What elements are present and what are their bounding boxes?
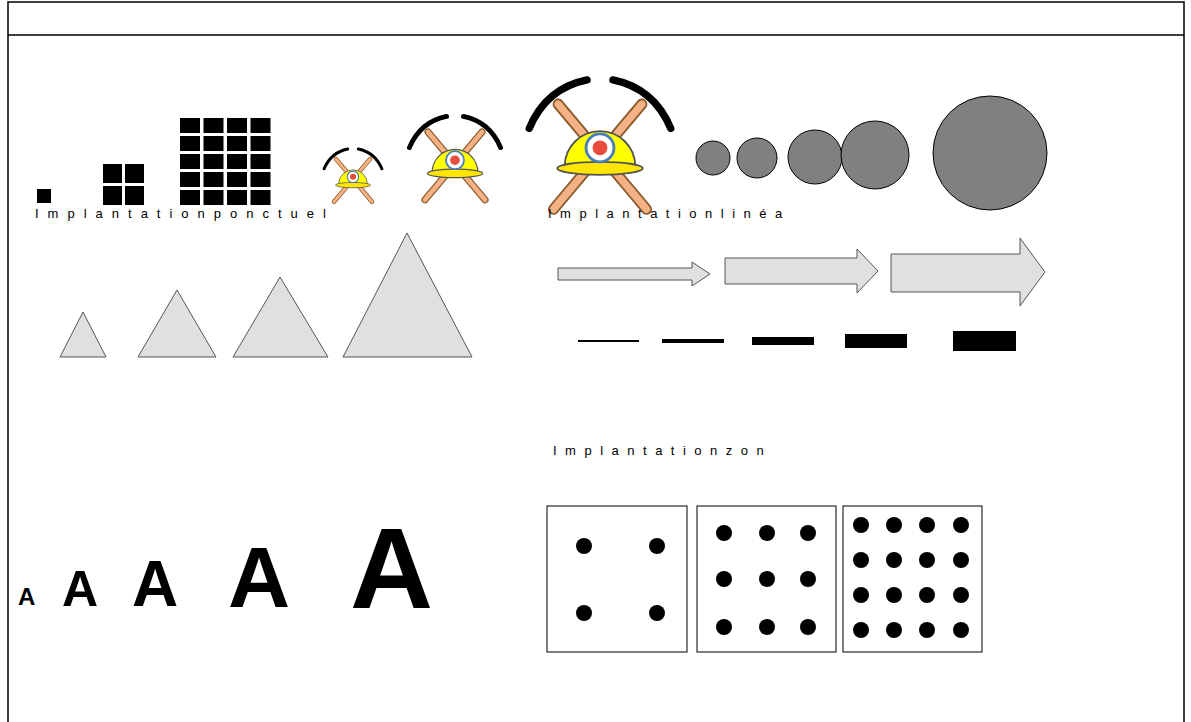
zone-dot bbox=[853, 587, 869, 603]
zone-dot bbox=[919, 622, 935, 638]
black-square bbox=[204, 172, 224, 187]
black-square bbox=[204, 190, 224, 205]
miner-icon bbox=[529, 80, 670, 209]
grey-triangle bbox=[233, 277, 328, 357]
line-sample bbox=[953, 331, 1016, 351]
grey-triangle bbox=[60, 312, 106, 357]
black-square bbox=[227, 154, 247, 169]
page-frame bbox=[8, 2, 1184, 722]
black-square bbox=[251, 136, 271, 151]
zone-dot bbox=[953, 552, 969, 568]
block-arrow bbox=[725, 249, 878, 293]
zone-dot bbox=[953, 622, 969, 638]
black-square bbox=[180, 190, 200, 205]
zone-dot bbox=[800, 619, 816, 635]
black-square bbox=[125, 186, 144, 205]
zone-dot bbox=[576, 605, 592, 621]
zone-dot bbox=[853, 552, 869, 568]
line-sample bbox=[752, 337, 814, 345]
grey-circle bbox=[933, 96, 1047, 210]
zone-dot bbox=[716, 525, 732, 541]
black-square bbox=[227, 190, 247, 205]
black-square bbox=[180, 154, 200, 169]
zone-dot bbox=[576, 538, 592, 554]
zone-dot bbox=[919, 517, 935, 533]
grey-circle bbox=[841, 121, 909, 189]
size-letter: A bbox=[132, 552, 178, 616]
block-arrow bbox=[558, 262, 710, 286]
zone-dot bbox=[953, 517, 969, 533]
black-square bbox=[125, 164, 144, 183]
line-sample bbox=[845, 334, 907, 348]
size-letter: A bbox=[62, 564, 98, 614]
zone-dot bbox=[953, 587, 969, 603]
zone-dot bbox=[800, 571, 816, 587]
grey-circle bbox=[788, 130, 842, 184]
miner-icon bbox=[409, 116, 500, 199]
section-label: Implantationlinéa bbox=[548, 207, 791, 220]
zone-dot bbox=[886, 552, 902, 568]
black-square bbox=[180, 136, 200, 151]
zone-dot bbox=[886, 587, 902, 603]
black-square bbox=[204, 154, 224, 169]
zone-dot bbox=[800, 525, 816, 541]
zone-box bbox=[843, 506, 982, 652]
zone-dot bbox=[716, 619, 732, 635]
zone-dot bbox=[886, 622, 902, 638]
black-square bbox=[251, 118, 271, 133]
zone-dot bbox=[759, 525, 775, 541]
zone-dot bbox=[649, 538, 665, 554]
zone-dot bbox=[886, 517, 902, 533]
grey-circle bbox=[737, 138, 777, 178]
grey-triangle bbox=[343, 233, 472, 357]
black-square bbox=[103, 186, 122, 205]
size-letter: A bbox=[18, 585, 35, 609]
line-sample bbox=[578, 340, 639, 342]
size-letter: A bbox=[228, 534, 290, 620]
zone-dot bbox=[853, 622, 869, 638]
grey-circle bbox=[696, 141, 730, 175]
grey-triangle bbox=[138, 290, 216, 357]
black-square bbox=[103, 164, 122, 183]
zone-dot bbox=[759, 619, 775, 635]
section-label: Implantationzon bbox=[553, 444, 772, 457]
zone-dot bbox=[919, 587, 935, 603]
zone-dot bbox=[919, 552, 935, 568]
black-square bbox=[227, 136, 247, 151]
section-label: Implantationponctuel bbox=[35, 207, 335, 220]
black-square bbox=[251, 190, 271, 205]
zone-box bbox=[547, 506, 687, 652]
size-letter: A bbox=[350, 511, 433, 626]
zone-dot bbox=[759, 571, 775, 587]
miner-icon bbox=[324, 149, 382, 202]
black-square bbox=[37, 189, 51, 203]
header-rule bbox=[8, 34, 1184, 36]
black-square bbox=[251, 172, 271, 187]
zone-dot bbox=[716, 571, 732, 587]
black-square bbox=[227, 172, 247, 187]
line-sample bbox=[662, 339, 724, 343]
block-arrow bbox=[891, 238, 1045, 306]
black-square bbox=[204, 118, 224, 133]
black-square bbox=[227, 118, 247, 133]
zone-dot bbox=[853, 517, 869, 533]
zone-box bbox=[697, 506, 836, 652]
black-square bbox=[204, 136, 224, 151]
black-square bbox=[251, 154, 271, 169]
black-square bbox=[180, 118, 200, 133]
black-square bbox=[180, 172, 200, 187]
zone-dot bbox=[649, 605, 665, 621]
